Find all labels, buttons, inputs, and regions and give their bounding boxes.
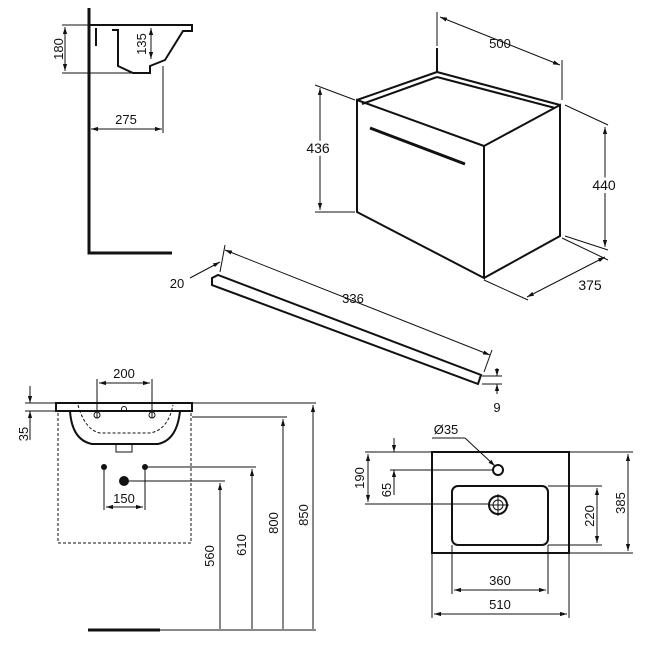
dim-180: 180 [51, 38, 66, 60]
cabinet-side [483, 103, 561, 279]
dim-65: 65 [379, 483, 394, 497]
dim-440: 440 [592, 177, 616, 193]
supply-point-left [101, 464, 107, 470]
dim-500: 500 [489, 36, 511, 51]
shelf [211, 273, 483, 386]
dim-336: 336 [342, 291, 364, 306]
dim-9: 9 [493, 400, 500, 415]
dim-800: 800 [266, 512, 281, 534]
wall-and-floor [87, 8, 172, 255]
dim-190: 190 [352, 467, 367, 489]
tap-hole [492, 464, 504, 476]
supply-point-right [142, 464, 148, 470]
waste-point [119, 476, 129, 486]
front-view: 200 35 150 560 610 800 850 [16, 366, 316, 632]
dim-275: 275 [115, 112, 137, 127]
cabinet-handle [369, 126, 466, 166]
basin-bowl [69, 410, 181, 445]
cabinet-top [356, 48, 561, 109]
cabinet-front [356, 98, 485, 280]
dim-510: 510 [489, 597, 511, 612]
dim-135: 135 [134, 33, 149, 55]
dim-20: 20 [170, 276, 184, 291]
top-view: Ø35 190 65 220 385 360 510 [352, 422, 633, 618]
dim-360: 360 [489, 573, 511, 588]
bowl-outline [451, 485, 549, 546]
dim-dia35: Ø35 [434, 422, 459, 437]
shelf-view: 336 20 9 [170, 244, 502, 415]
dim-560: 560 [202, 545, 217, 567]
dim-375: 375 [578, 277, 602, 293]
dim-35: 35 [16, 427, 31, 441]
dim-385: 385 [613, 492, 628, 514]
dim-610: 610 [234, 534, 249, 556]
side-view: 180 135 275 [51, 8, 193, 255]
basin-profile [89, 24, 193, 74]
basin-outline [431, 451, 570, 554]
cabinet-view: 500 436 440 375 [303, 12, 619, 301]
dim-436: 436 [306, 140, 330, 156]
dim-150: 150 [113, 491, 135, 506]
dim-200: 200 [113, 366, 135, 381]
dim-850: 850 [296, 504, 311, 526]
dim-220: 220 [582, 505, 597, 527]
